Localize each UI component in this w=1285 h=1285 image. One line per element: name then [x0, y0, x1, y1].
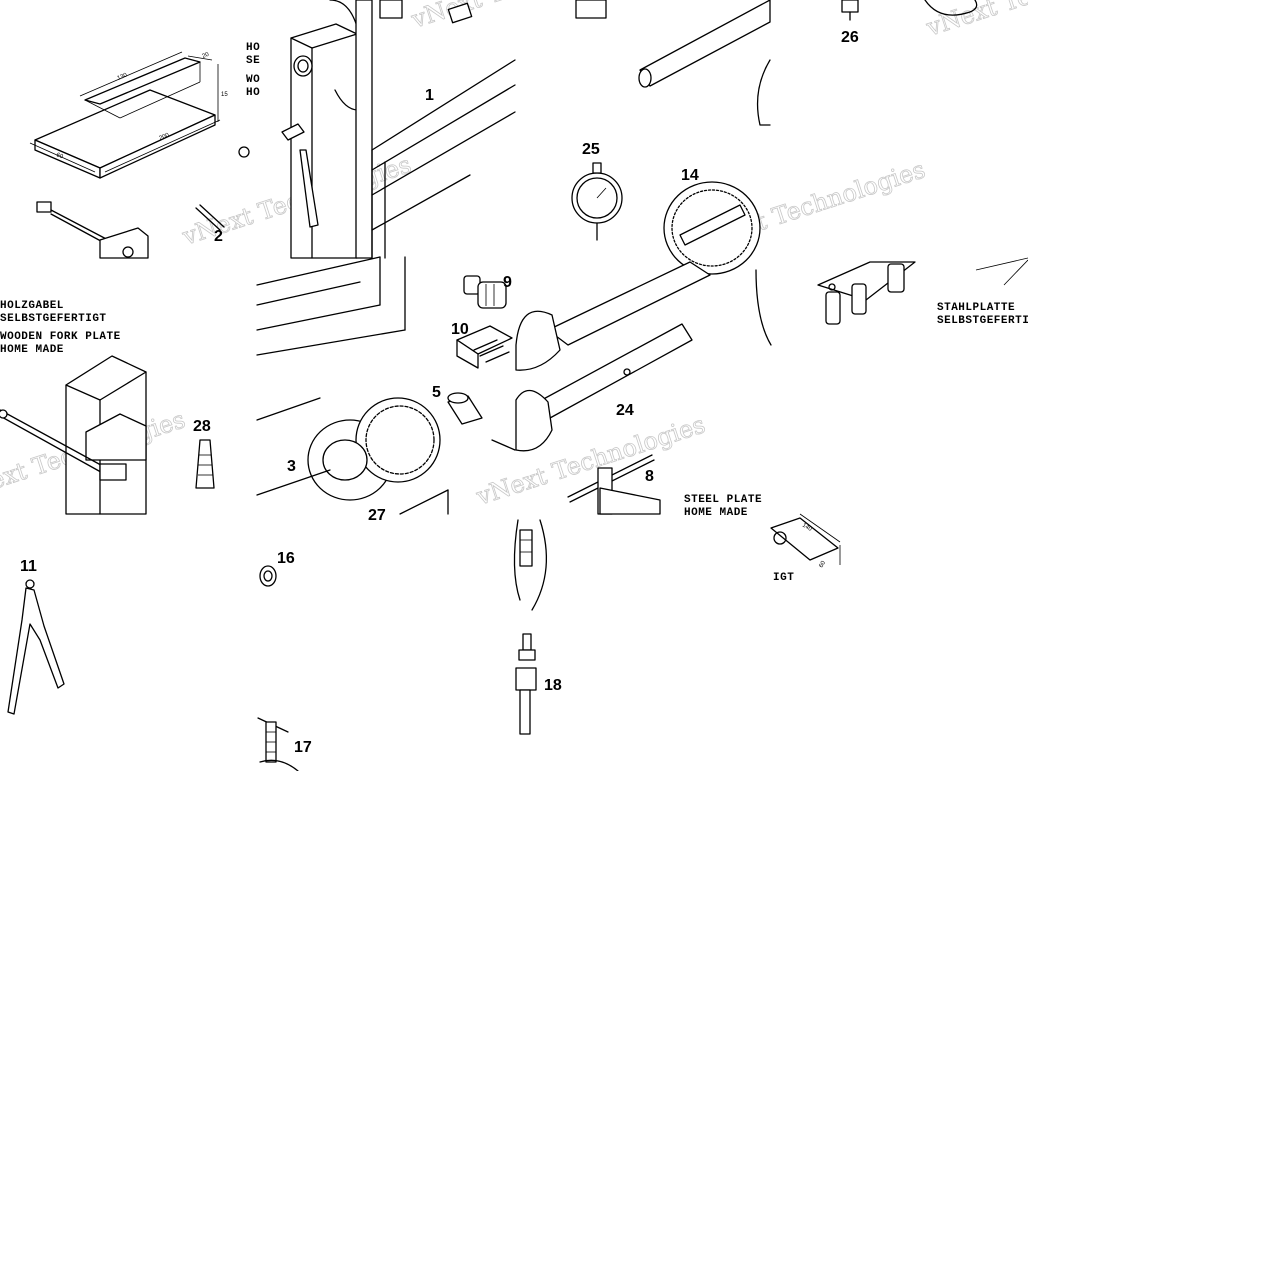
cut-label: HO: [246, 87, 260, 99]
watermark-layer: vNext Technologies vNext Technologies vN…: [0, 0, 1028, 511]
part-number-24: 24: [616, 402, 634, 419]
steel-plate-note-de: STAHLPLATTE SELBSTGEFERTIGT: [937, 257, 1028, 327]
part-number-3: 3: [287, 458, 296, 475]
dimension-label: 20: [202, 52, 211, 60]
fragment-labels-top-left: HO SE WO HO: [246, 42, 260, 99]
sleeve-5: 5: [432, 384, 516, 451]
plate-27: 27: [368, 489, 449, 524]
note-wooden-fork-en: HOME MADE: [0, 344, 64, 356]
wooden-fork-stand: [0, 355, 147, 515]
note-steel-plate-de: STAHLPLATTE: [937, 302, 1015, 314]
part-number-5: 5: [432, 384, 441, 401]
part-number-9: 9: [503, 274, 512, 291]
note-wooden-fork-de: SELBSTGEFERTIGT: [0, 313, 107, 325]
bolt-part-2: 2: [195, 146, 250, 245]
part-number-1: 1: [425, 87, 434, 104]
two-arm-puller: [513, 519, 548, 611]
note-steel-plate-en: HOME MADE: [684, 507, 748, 519]
note-steel-plate-de: SELBSTGEFERTIGT: [937, 315, 1028, 327]
steel-plate-dimensions: 140 60 IGT: [770, 513, 841, 584]
part-number-11: 11: [20, 558, 37, 575]
engine-stand-1: 1: [281, 0, 516, 259]
circlip-pliers-11: 11: [7, 558, 65, 715]
watermark: vNext Technologies: [922, 0, 1028, 42]
t-handle-8: 8: [567, 454, 661, 515]
part-number-26: 26: [841, 29, 859, 46]
steel-plate-note-en: STEEL PLATE HOME MADE: [684, 494, 762, 519]
pin-block-10: 10: [451, 321, 513, 369]
cut-label: WO: [246, 74, 260, 86]
part-number-2: 2: [214, 228, 223, 245]
dial-gauge-25: 25: [571, 141, 623, 241]
note-steel-plate-en: STEEL PLATE: [684, 494, 762, 506]
part-number-28: 28: [193, 418, 211, 435]
spanner-wrench-24: 24: [515, 261, 711, 452]
block-fragment: [575, 0, 607, 19]
part-number-8: 8: [645, 468, 654, 485]
wooden-block-drawing: 130 20 15 200 60: [29, 52, 228, 179]
curve-fragment: [755, 269, 772, 346]
part-number-10: 10: [451, 321, 469, 338]
part-number-27: 27: [368, 507, 386, 524]
special-tools-diagram: vNext Technologies vNext Technologies vN…: [0, 0, 1028, 771]
note-wooden-fork-en: WOODEN FORK PLATE: [0, 331, 121, 343]
curve-fragment: [756, 59, 771, 126]
bolt-part-left: [36, 201, 149, 259]
cut-label: HO: [246, 42, 260, 54]
degree-disc-14: 14: [663, 167, 761, 275]
adapter-9: 9: [463, 274, 512, 309]
slide-hammer-18: 18: [515, 633, 562, 735]
screw-part-26: 26: [841, 0, 978, 46]
part-number-17: 17: [294, 739, 312, 756]
part-number-16: 16: [277, 550, 295, 567]
dimension-label: 60: [55, 152, 64, 160]
part-number-14: 14: [681, 167, 699, 184]
dimension-label: 140: [801, 523, 813, 534]
dimension-label: 60: [819, 560, 828, 569]
note-wooden-fork-de: HOLZGABEL: [0, 300, 64, 312]
cut-label: IGT: [773, 572, 794, 584]
part-number-18: 18: [544, 677, 562, 694]
dimension-label: 15: [221, 92, 228, 98]
dimension-label: 200: [159, 132, 171, 142]
steel-plate-block: [817, 261, 916, 325]
bushing-16: 16: [259, 550, 295, 587]
cut-label: SE: [246, 55, 260, 67]
wooden-fork-notes: HOLZGABEL SELBSTGEFERTIGT WOODEN FORK PL…: [0, 300, 121, 356]
puller-17: 17: [257, 717, 312, 771]
watermark: vNext Technologies: [407, 0, 643, 34]
spark-plug-tool-28: 28: [193, 418, 215, 489]
part-number-25: 25: [582, 141, 600, 158]
watermark: vNext Technologies: [472, 410, 708, 511]
tube-part: [638, 0, 771, 88]
holder-plate-3: 3: [256, 397, 441, 501]
dimension-label: 130: [117, 72, 129, 82]
frame-continuation: [256, 256, 406, 421]
